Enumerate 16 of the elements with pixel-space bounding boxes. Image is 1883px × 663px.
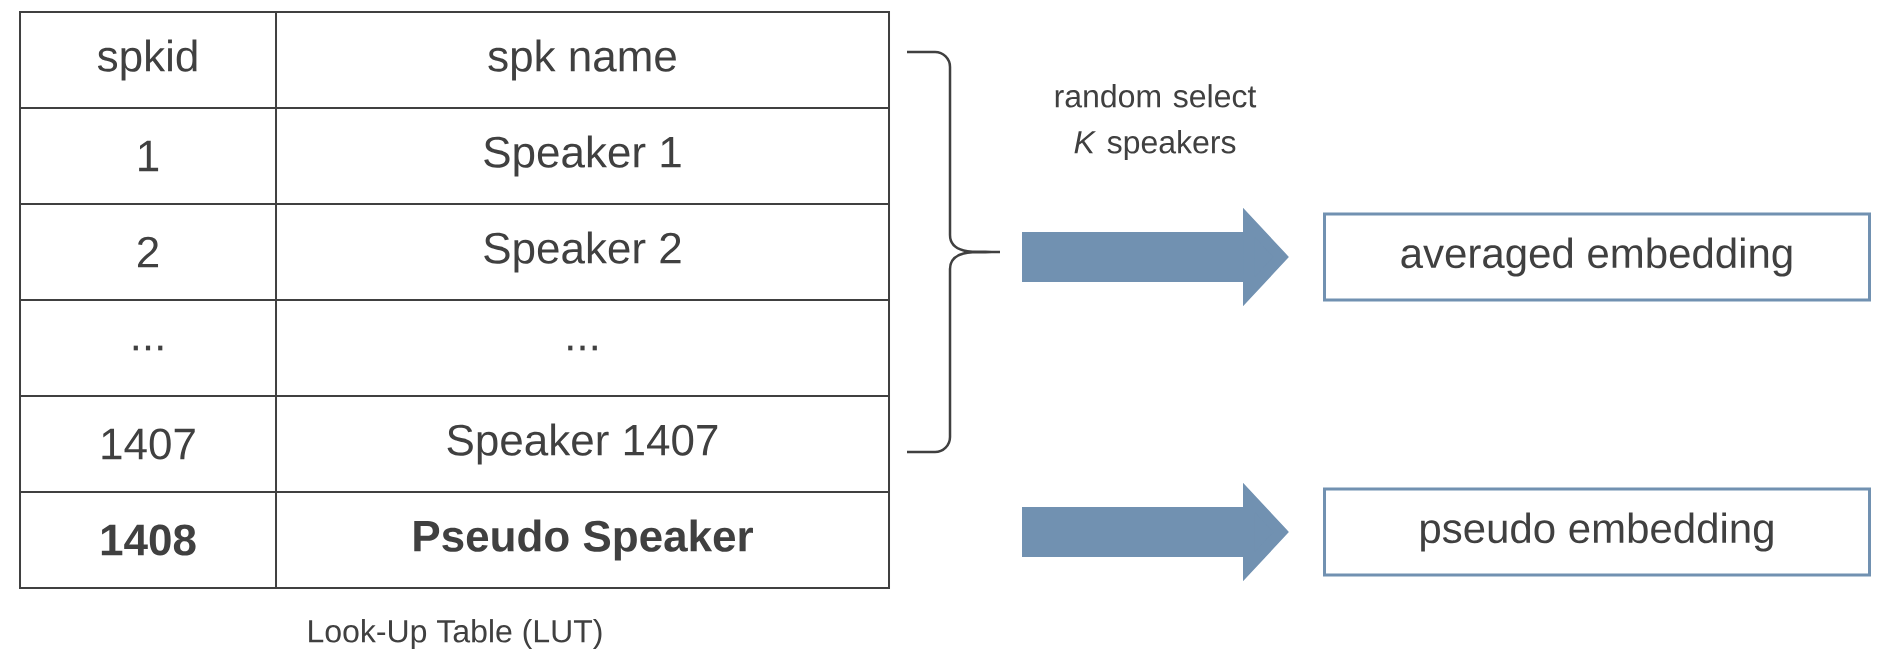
table-cell: Speaker 1407 [447,423,718,465]
selection-note: random select K speakers [1055,84,1257,160]
table-caption: Look-Up Table (LUT) [309,619,602,649]
table-cell: ... [133,345,163,351]
table-cell: ... [568,345,597,351]
table-cell: 1407 [102,428,195,460]
table-cell: Pseudo Speaker [414,519,753,561]
table-cell: 2 [138,236,159,268]
table-cell: spk name [488,39,676,81]
table-cell: Speaker 1 [484,135,681,177]
table-cell: 1408 [101,524,196,556]
table-cell: spkid [97,39,197,81]
table-cell: Speaker 2 [484,231,681,273]
table-cell: 1 [139,140,159,172]
embedding-box: pseudo embedding [1323,487,1871,577]
embedding-box: averaged embedding [1323,212,1871,302]
